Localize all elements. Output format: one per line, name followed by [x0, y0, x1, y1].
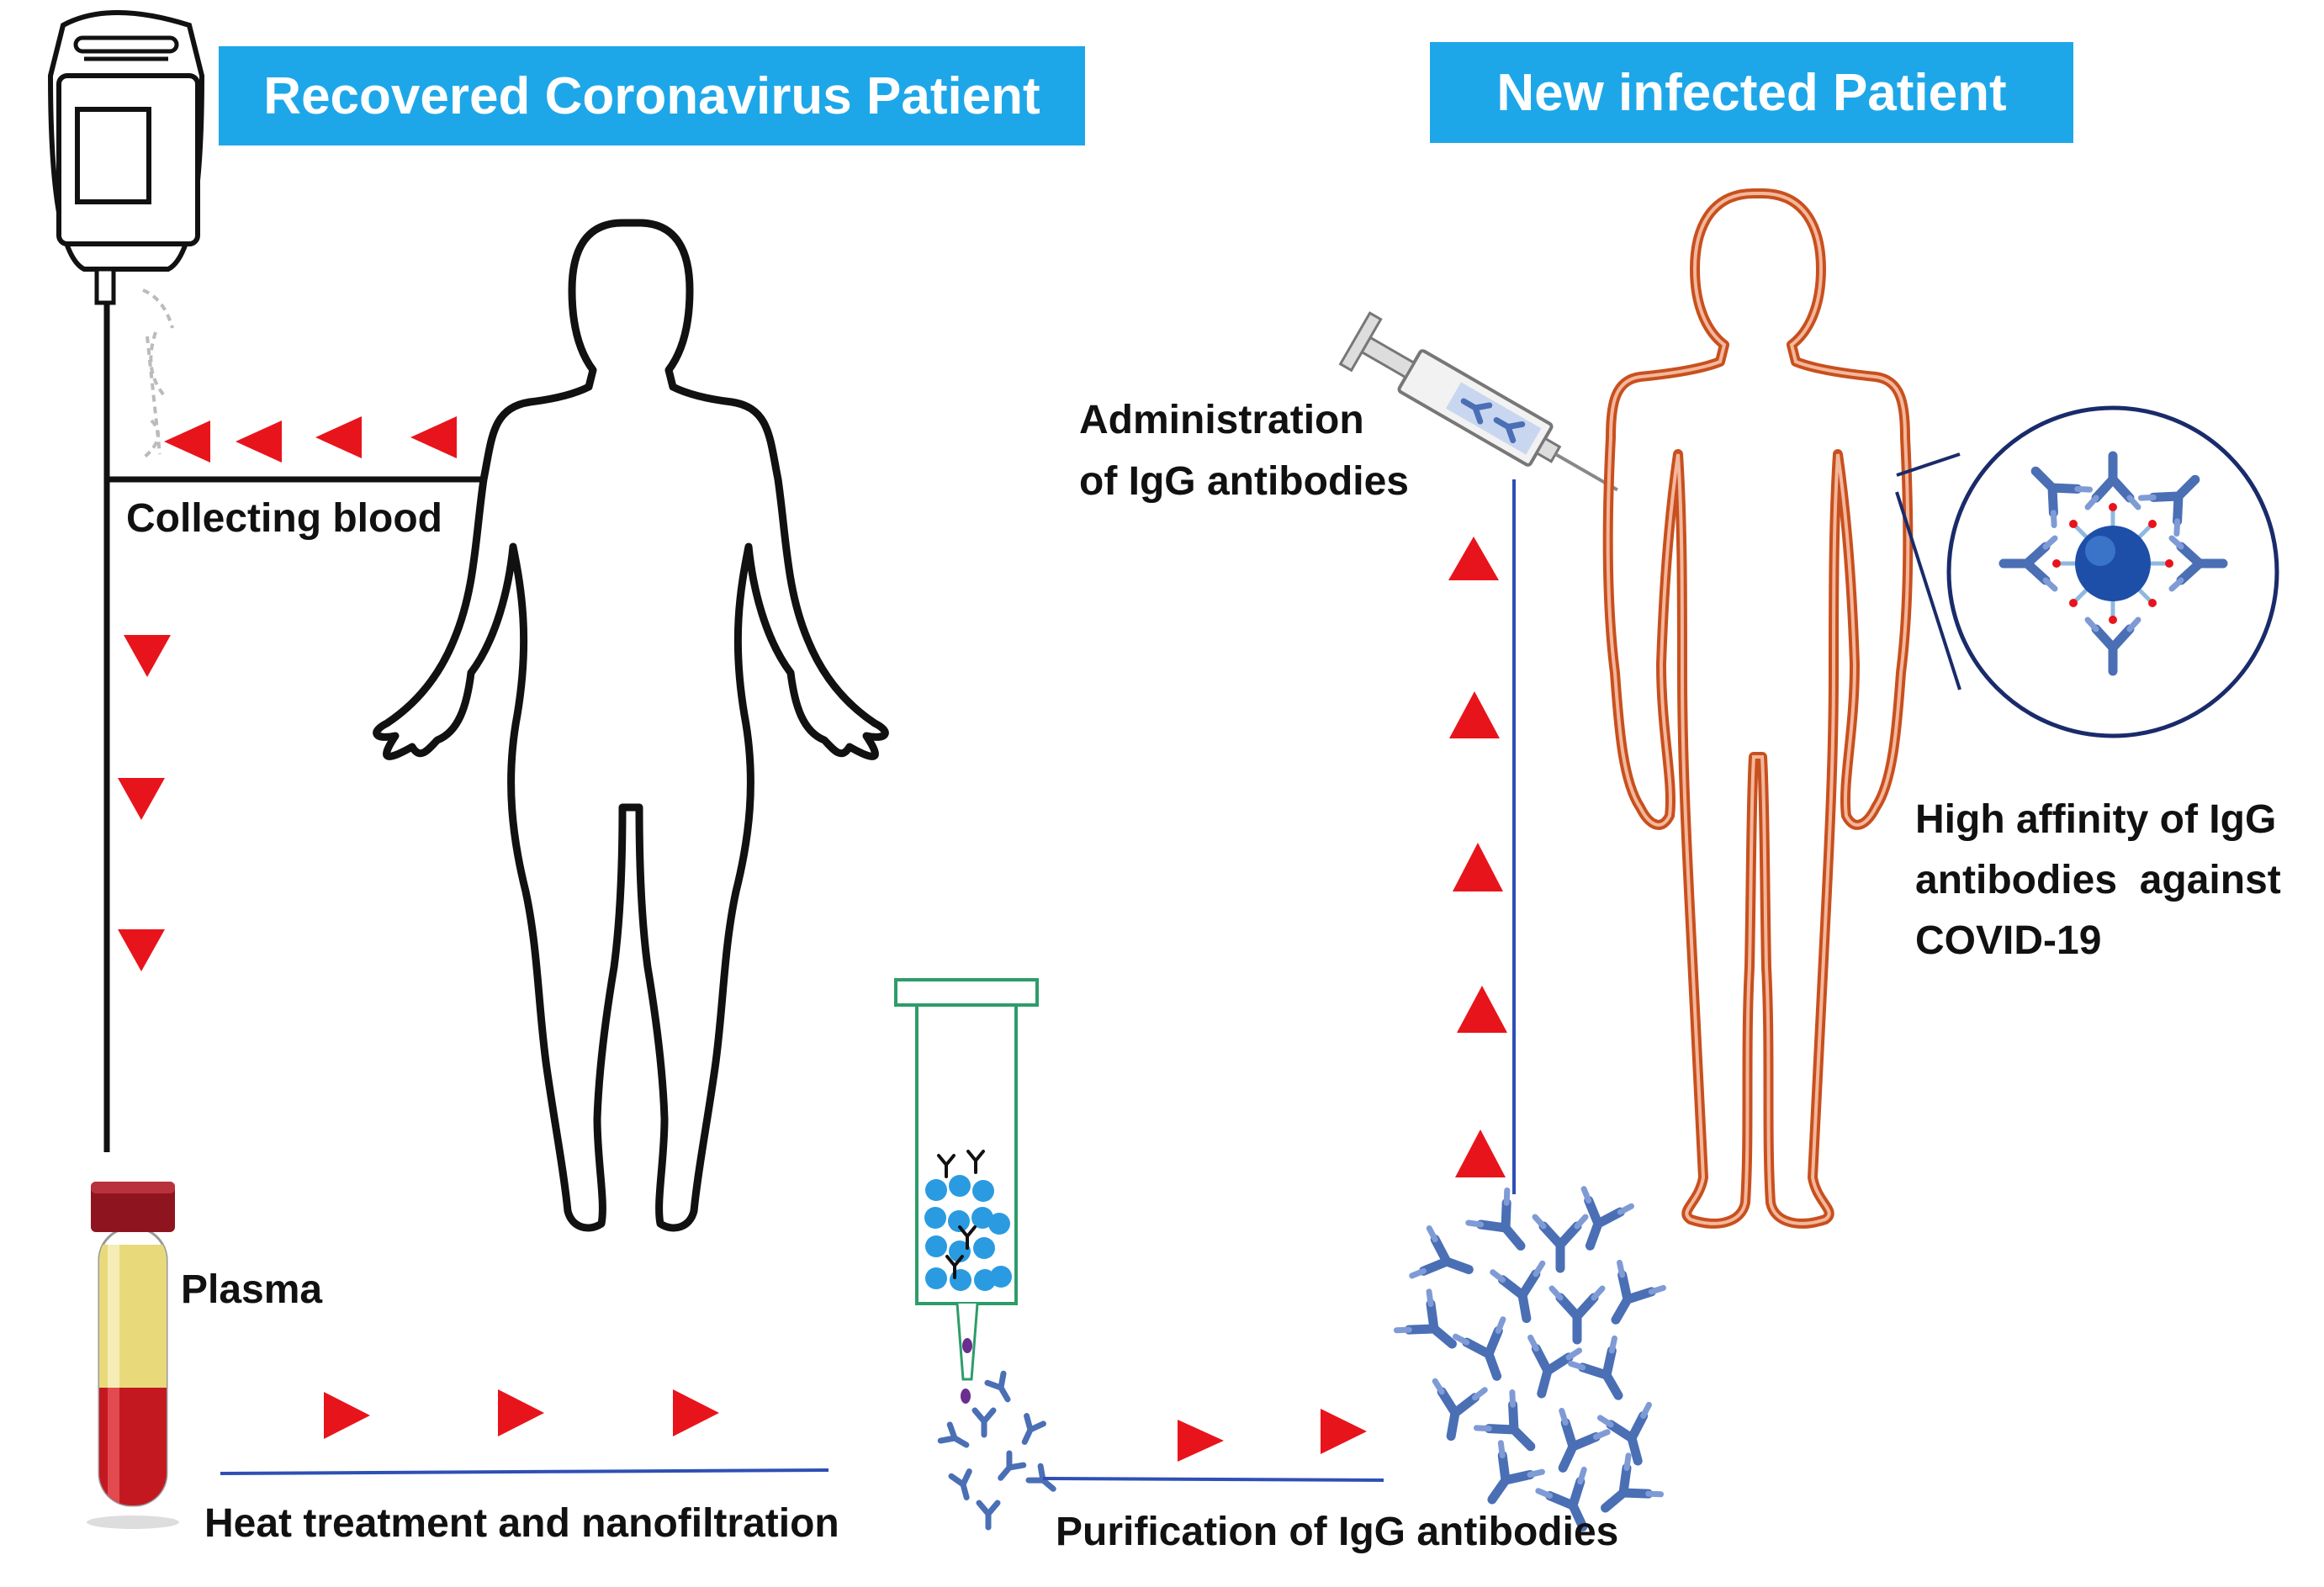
affinity-label-line3: COVID-19 [1915, 918, 2102, 963]
purification-label: Purification of IgG antibodies [1056, 1510, 1619, 1554]
blood-collection-tube-line [103, 303, 492, 1152]
syringe-icon [1338, 311, 1618, 492]
administration-label-line2: of IgG antibodies [1079, 459, 1409, 504]
heat-flow-line [220, 1468, 829, 1475]
recovered-patient-silhouette [373, 219, 889, 1232]
heat-treatment-label: Heat treatment and nanofiltration [204, 1501, 839, 1546]
affinity-label-line1: High affinity of IgG [1915, 797, 2277, 842]
plasma-label: Plasma [181, 1267, 323, 1312]
zoom-circle [1895, 405, 2279, 738]
antibody-cluster [1396, 1189, 1663, 1537]
infected-patient-silhouette [1602, 188, 1914, 1229]
eluted-antibodies [940, 1373, 1059, 1527]
blood-tube-icon [87, 1182, 179, 1529]
infected-patient-banner: New infected Patient [1430, 42, 2073, 143]
heat-arrows [324, 1389, 719, 1439]
collect-arrows [164, 416, 457, 463]
coronavirus-icon [2052, 503, 2173, 624]
collecting-blood-label: Collecting blood [126, 496, 442, 541]
chromatography-column-icon [894, 978, 1039, 1404]
up-arrows [1448, 537, 1507, 1177]
purification-arrows [1178, 1409, 1367, 1462]
recovered-patient-banner: Recovered Coronavirus Patient [219, 46, 1085, 145]
administration-label-line1: Administration [1079, 398, 1364, 442]
blood-bag-icon [47, 10, 205, 460]
purification-flow-line [1042, 1477, 1384, 1482]
down-arrows [118, 635, 171, 971]
affinity-label-line2: antibodies against [1915, 858, 2281, 902]
